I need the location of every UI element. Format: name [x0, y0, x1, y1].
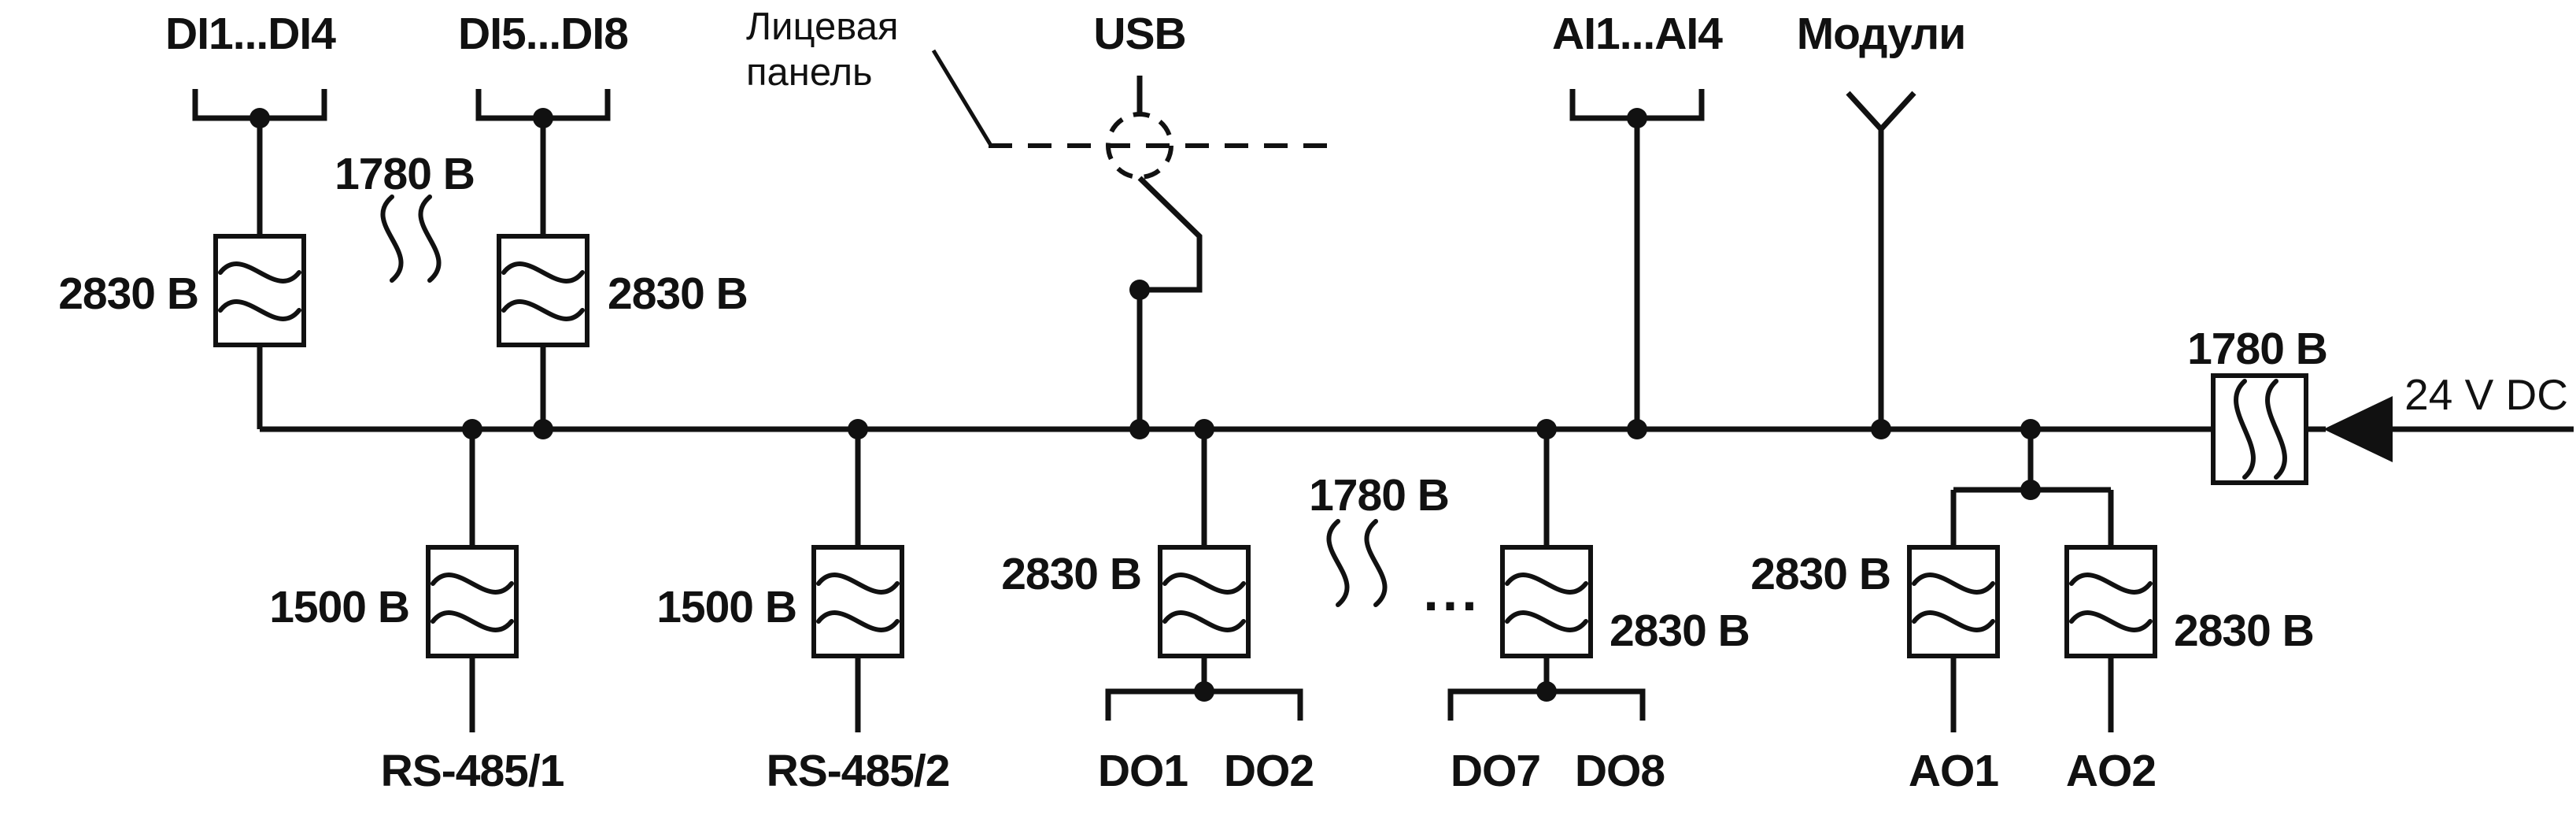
label-do2: DO2	[1224, 746, 1314, 796]
junction-dot	[1536, 681, 1557, 702]
junction-dot	[1129, 280, 1150, 300]
voltage-rs485-1-barrier: 1500 В	[269, 582, 409, 632]
di1-barrier-icon	[213, 234, 306, 347]
junction-dot	[1627, 108, 1647, 128]
power-arrow-icon	[2323, 396, 2393, 462]
junction-dot	[462, 419, 482, 439]
voltage-di5-barrier: 2830 В	[608, 269, 748, 319]
labels: DI1...DI4 DI5...DI8 Лицевая панель USB A…	[58, 6, 2568, 796]
voltage-power-barrier: 1780 В	[2187, 324, 2327, 374]
voltage-ao2-barrier: 2830 В	[2174, 606, 2314, 656]
junction-dot	[533, 419, 553, 439]
do7-barrier-icon	[1500, 545, 1593, 658]
di-gap-isolation-icon	[380, 195, 442, 283]
junction-dot	[1129, 419, 1150, 439]
label-di-group-2: DI5...DI8	[458, 9, 628, 59]
do1-barrier-icon	[1158, 545, 1251, 658]
junction-dot	[1194, 681, 1214, 702]
label-do1: DO1	[1098, 746, 1188, 796]
label-di-group-1: DI1...DI4	[165, 9, 336, 59]
label-front-panel-line2: панель	[746, 51, 873, 94]
usb-bend-line	[1137, 176, 1203, 293]
label-usb: USB	[1093, 9, 1185, 59]
junction-dots	[249, 108, 2041, 702]
junction-dot	[2020, 480, 2041, 500]
junction-dot	[249, 108, 270, 128]
voltage-rs485-2-barrier: 1500 В	[656, 582, 796, 632]
power-barrier-icon	[2211, 373, 2308, 485]
label-ai-group: AI1...AI4	[1552, 9, 1723, 59]
voltage-di1-barrier: 2830 В	[58, 269, 198, 319]
do-range-ellipsis: ...	[1423, 561, 1480, 622]
label-front-panel-line1: Лицевая	[746, 6, 899, 48]
label-ao2: AO2	[2066, 746, 2156, 796]
isolation-barriers	[213, 195, 2308, 658]
label-rs485-2: RS-485/2	[767, 746, 950, 796]
junction-dot	[1871, 419, 1891, 439]
ao2-barrier-icon	[2064, 545, 2157, 658]
voltage-do-gap: 1780 В	[1309, 470, 1449, 521]
rs485-2-barrier-icon	[811, 545, 904, 658]
label-do8: DO8	[1575, 746, 1665, 796]
do-gap-isolation-icon	[1326, 519, 1388, 607]
modules-y-connector	[1846, 91, 1916, 132]
junction-dot	[1194, 419, 1214, 439]
label-ao1: AO1	[1909, 746, 1999, 796]
voltage-ao1-barrier: 2830 В	[1750, 549, 1890, 599]
rs485-1-barrier-icon	[426, 545, 519, 658]
voltage-do1-barrier: 2830 В	[1001, 549, 1141, 599]
junction-dot	[1627, 419, 1647, 439]
usb-panel-connector-icon	[1106, 112, 1173, 180]
junction-dot	[533, 108, 553, 128]
label-rs485-1: RS-485/1	[381, 746, 564, 796]
label-power-input: 24 V DC	[2404, 370, 2568, 419]
junction-dot	[1536, 419, 1557, 439]
di5-barrier-icon	[497, 234, 589, 347]
junction-dot	[848, 419, 868, 439]
label-do7: DO7	[1451, 746, 1540, 796]
ao1-barrier-icon	[1907, 545, 2000, 658]
voltage-di-gap: 1780 В	[334, 149, 475, 199]
junction-dot	[2020, 419, 2041, 439]
label-modules: Модули	[1797, 9, 1966, 59]
front-panel-leader-line	[931, 49, 992, 146]
voltage-do7-barrier: 2830 В	[1610, 606, 1750, 656]
